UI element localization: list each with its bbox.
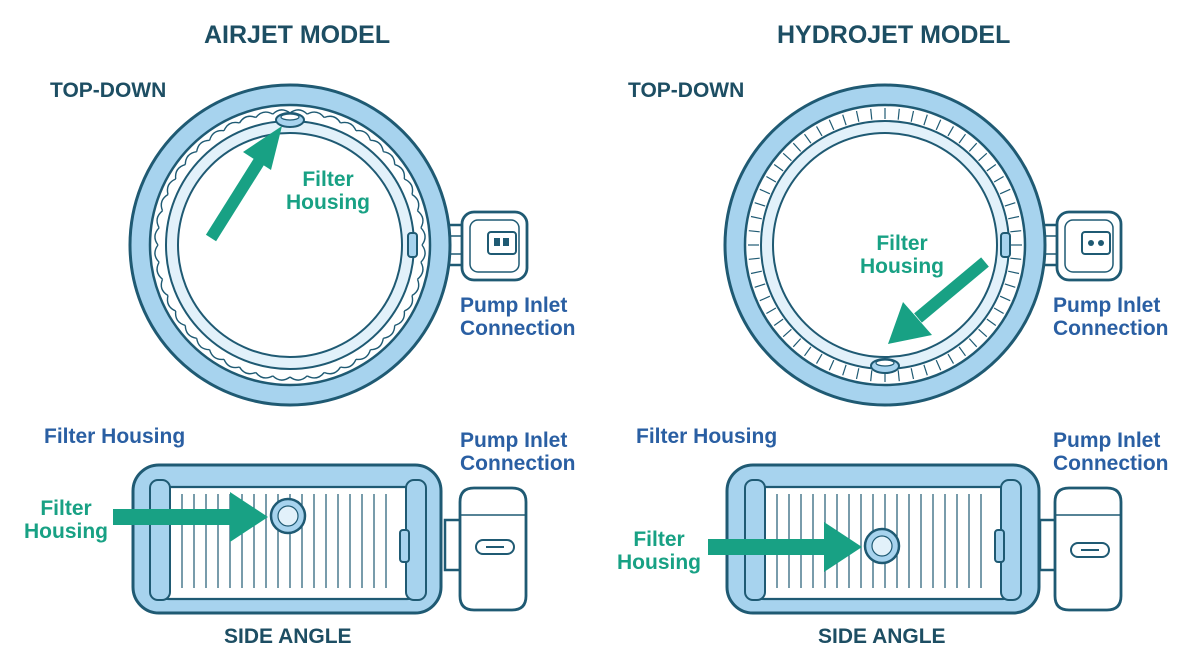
hydrojet-top-filter-label: Filter Housing [860,232,944,278]
arrow-icon [113,492,268,542]
filter-housing-icon [863,527,901,565]
hydrojet-side-view [708,463,1123,615]
hydrojet-top-view [723,83,1123,407]
airjet-title: AIRJET MODEL [204,21,391,49]
pump-display-icon [487,231,517,255]
airjet-top-view [128,83,529,407]
airjet-side-view-label: SIDE ANGLE [224,625,352,648]
hydrojet-side-filter-arrow-label: Filter Housing [617,528,701,574]
airjet-top-pump-label: Pump Inlet Connection [460,294,576,340]
pump-icon [443,486,528,612]
filter-housing-icon [275,112,305,128]
airjet-side-view [113,463,528,615]
filter-housing-icon [870,358,900,374]
airjet-side-filter-arrow-label: Filter Housing [24,497,108,543]
filter-housing-icon [269,497,307,535]
pump-icon [1038,210,1123,282]
arrow-icon [205,126,282,242]
hydrojet-side-pump-label: Pump Inlet Connection [1053,429,1169,475]
hydrojet-side-view-label: SIDE ANGLE [818,625,946,648]
hydrojet-top-pump-label: Pump Inlet Connection [1053,294,1169,340]
pump-display-icon [1081,231,1111,255]
pump-icon [443,210,529,282]
arrow-icon [708,522,862,572]
pump-icon [1038,486,1123,612]
airjet-side-pump-label: Pump Inlet Connection [460,429,576,475]
airjet-side-filter-label: Filter Housing [44,425,186,448]
arrow-icon [888,257,989,344]
hydrojet-top-view-label: TOP-DOWN [628,79,745,102]
hydrojet-title: HYDROJET MODEL [777,21,1011,49]
airjet-top-view-label: TOP-DOWN [50,79,167,102]
hydrojet-side-filter-label: Filter Housing [636,425,778,448]
airjet-top-filter-label: Filter Housing [286,168,370,214]
